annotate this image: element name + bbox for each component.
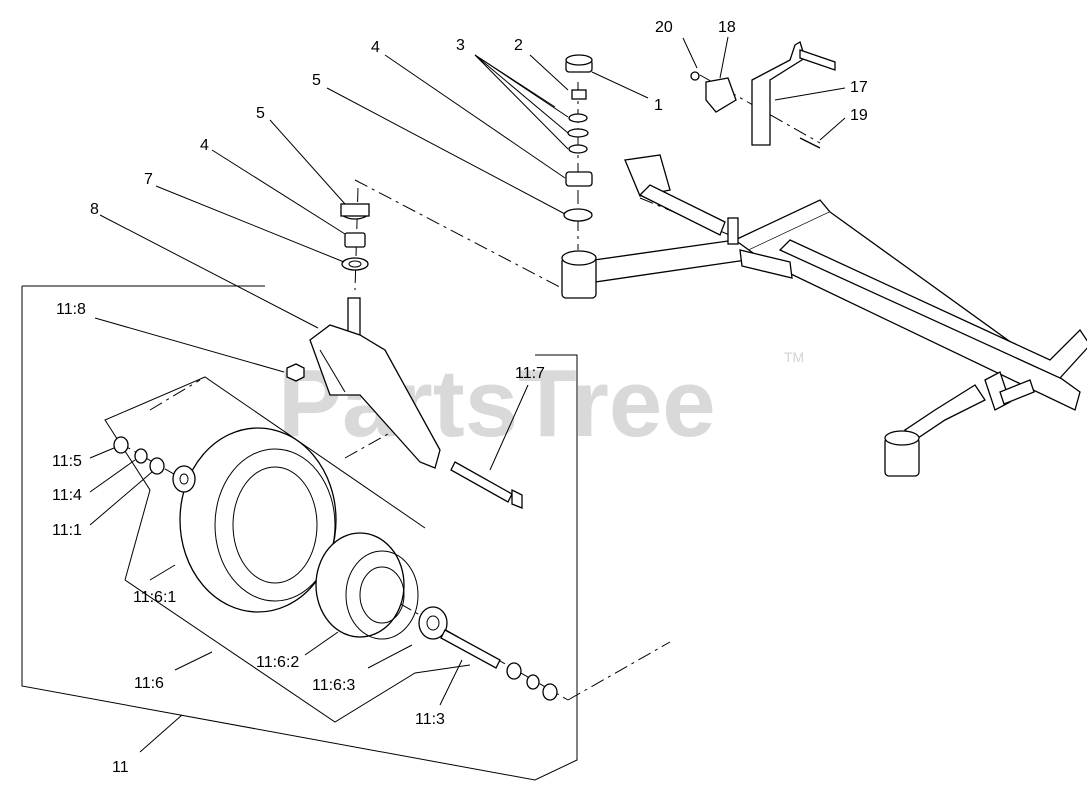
callout-2: 2	[514, 37, 523, 54]
callout-4-lower: 4	[200, 137, 209, 154]
callout-11-5: 11:5	[52, 453, 82, 470]
callout-11: 11	[112, 759, 129, 776]
callout-11-8: 11:8	[56, 301, 86, 318]
callout-4-upper: 4	[371, 39, 380, 56]
bracket-hardware	[690, 41, 836, 149]
caster-frame-assembly	[561, 154, 1087, 477]
callout-5-upper: 5	[312, 72, 321, 89]
callout-11-6-1: 11:6:1	[133, 589, 176, 606]
leader-lines	[89, 36, 846, 753]
callout-7: 7	[144, 171, 153, 188]
callout-11-3: 11:3	[415, 711, 445, 728]
callout-11-6: 11:6	[134, 675, 164, 692]
callout-8: 8	[90, 201, 99, 218]
callout-11-4: 11:4	[52, 487, 82, 504]
callout-20: 20	[655, 19, 673, 36]
caster-fork-parts	[286, 203, 441, 469]
wheel-assembly-boundary	[21, 285, 578, 781]
callout-5-lower: 5	[256, 105, 265, 122]
callout-11-6-3: 11:6:3	[312, 677, 355, 694]
callout-11-7: 11:7	[515, 365, 545, 382]
callout-19: 19	[850, 107, 868, 124]
callout-11-6-2: 11:6:2	[256, 654, 299, 671]
callout-17: 17	[850, 79, 868, 96]
callout-18: 18	[718, 19, 736, 36]
pivot-stack-parts	[563, 54, 593, 222]
callout-11-1: 11:1	[52, 522, 82, 539]
callout-1: 1	[654, 97, 663, 114]
watermark-trademark: TM	[784, 349, 804, 365]
callout-labels: 1 2 3 4 5 5 4 7 8 11:8 11:7 11:5 11:4 11…	[52, 19, 868, 776]
callout-3: 3	[456, 37, 465, 54]
wheel-parts	[113, 427, 558, 701]
